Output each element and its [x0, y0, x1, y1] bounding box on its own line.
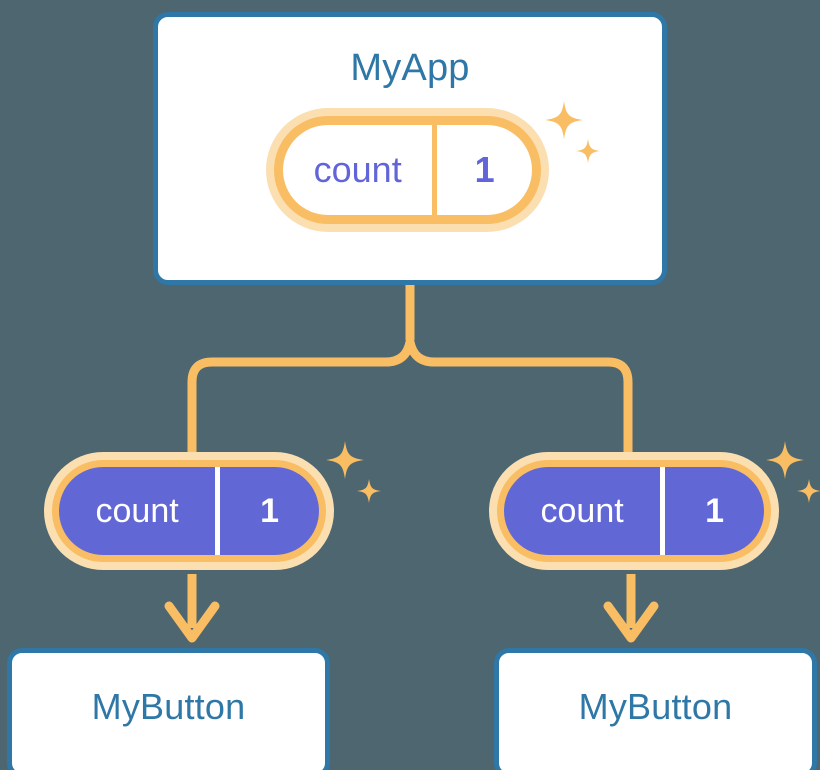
sparkle-icon [797, 479, 820, 503]
sparkle-icon [766, 441, 804, 479]
child-component-title-left: MyButton [91, 686, 246, 727]
child-state-value-right: 1 [705, 491, 725, 530]
child-component-card-left[interactable]: MyButton [7, 648, 330, 770]
root-state-value: 1 [474, 149, 495, 190]
child-component-title-right: MyButton [578, 686, 733, 727]
child-state-pill-right[interactable]: count 1 [489, 452, 779, 570]
root-state-pill[interactable]: count 1 [266, 108, 549, 232]
connector-branch-bus [187, 337, 633, 457]
sparkle-icon [357, 479, 381, 503]
arrow-head-right-icon [603, 601, 659, 643]
child-component-card-right[interactable]: MyButton [494, 648, 817, 770]
root-state-pill-body: count 1 [283, 125, 532, 215]
arrow-head-left-icon [164, 601, 220, 643]
child-state-pill-body-left: count 1 [59, 467, 319, 555]
child-state-key-right: count [504, 467, 666, 555]
child-state-pill-ring-right: count 1 [497, 460, 771, 562]
root-state-key: count [283, 125, 438, 215]
child-state-value-left: 1 [260, 491, 280, 530]
root-component-title: MyApp [350, 47, 470, 89]
root-state-pill-ring: count 1 [274, 116, 541, 224]
child-state-pill-ring-left: count 1 [52, 460, 326, 562]
child-state-key-left: count [59, 467, 221, 555]
sparkle-icon [326, 441, 364, 479]
child-state-pill-body-right: count 1 [504, 467, 764, 555]
child-state-pill-left[interactable]: count 1 [44, 452, 334, 570]
